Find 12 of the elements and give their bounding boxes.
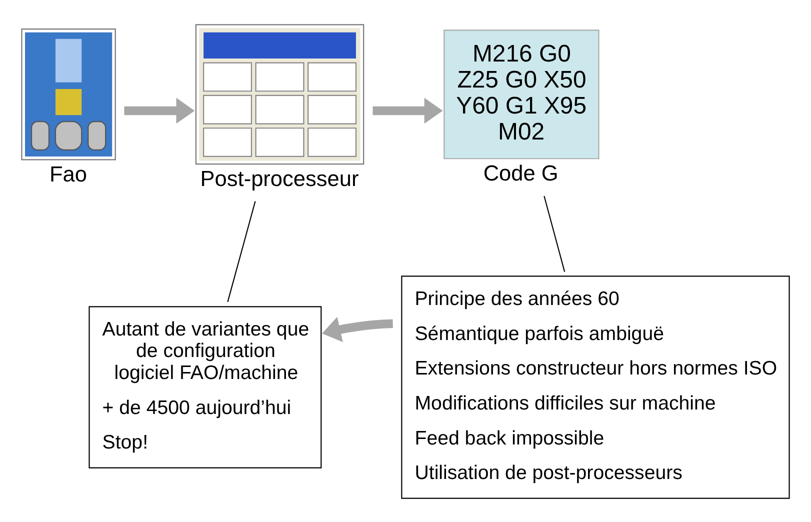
node-picture <box>195 24 364 164</box>
arrow <box>124 97 195 124</box>
connector <box>544 195 566 272</box>
arrow <box>372 97 443 124</box>
node-label: Fao <box>50 160 88 186</box>
node-box: Principe des années 60 Sémantique parfois ambiguë Extensions constructeur hors normes ISO Modifications difficiles sur machine Feed back impossible Utilisation de post-processeurs <box>401 275 790 498</box>
node-label: Code G <box>483 160 558 185</box>
node-picture <box>21 28 116 160</box>
node-box: Autant de variantes que de configuration logiciel FAO/machine + de 4500 aujourd’hui Stop! <box>88 306 322 468</box>
arrow <box>322 316 393 342</box>
node-label: Post-processeur <box>200 165 359 190</box>
connector <box>227 200 256 302</box>
